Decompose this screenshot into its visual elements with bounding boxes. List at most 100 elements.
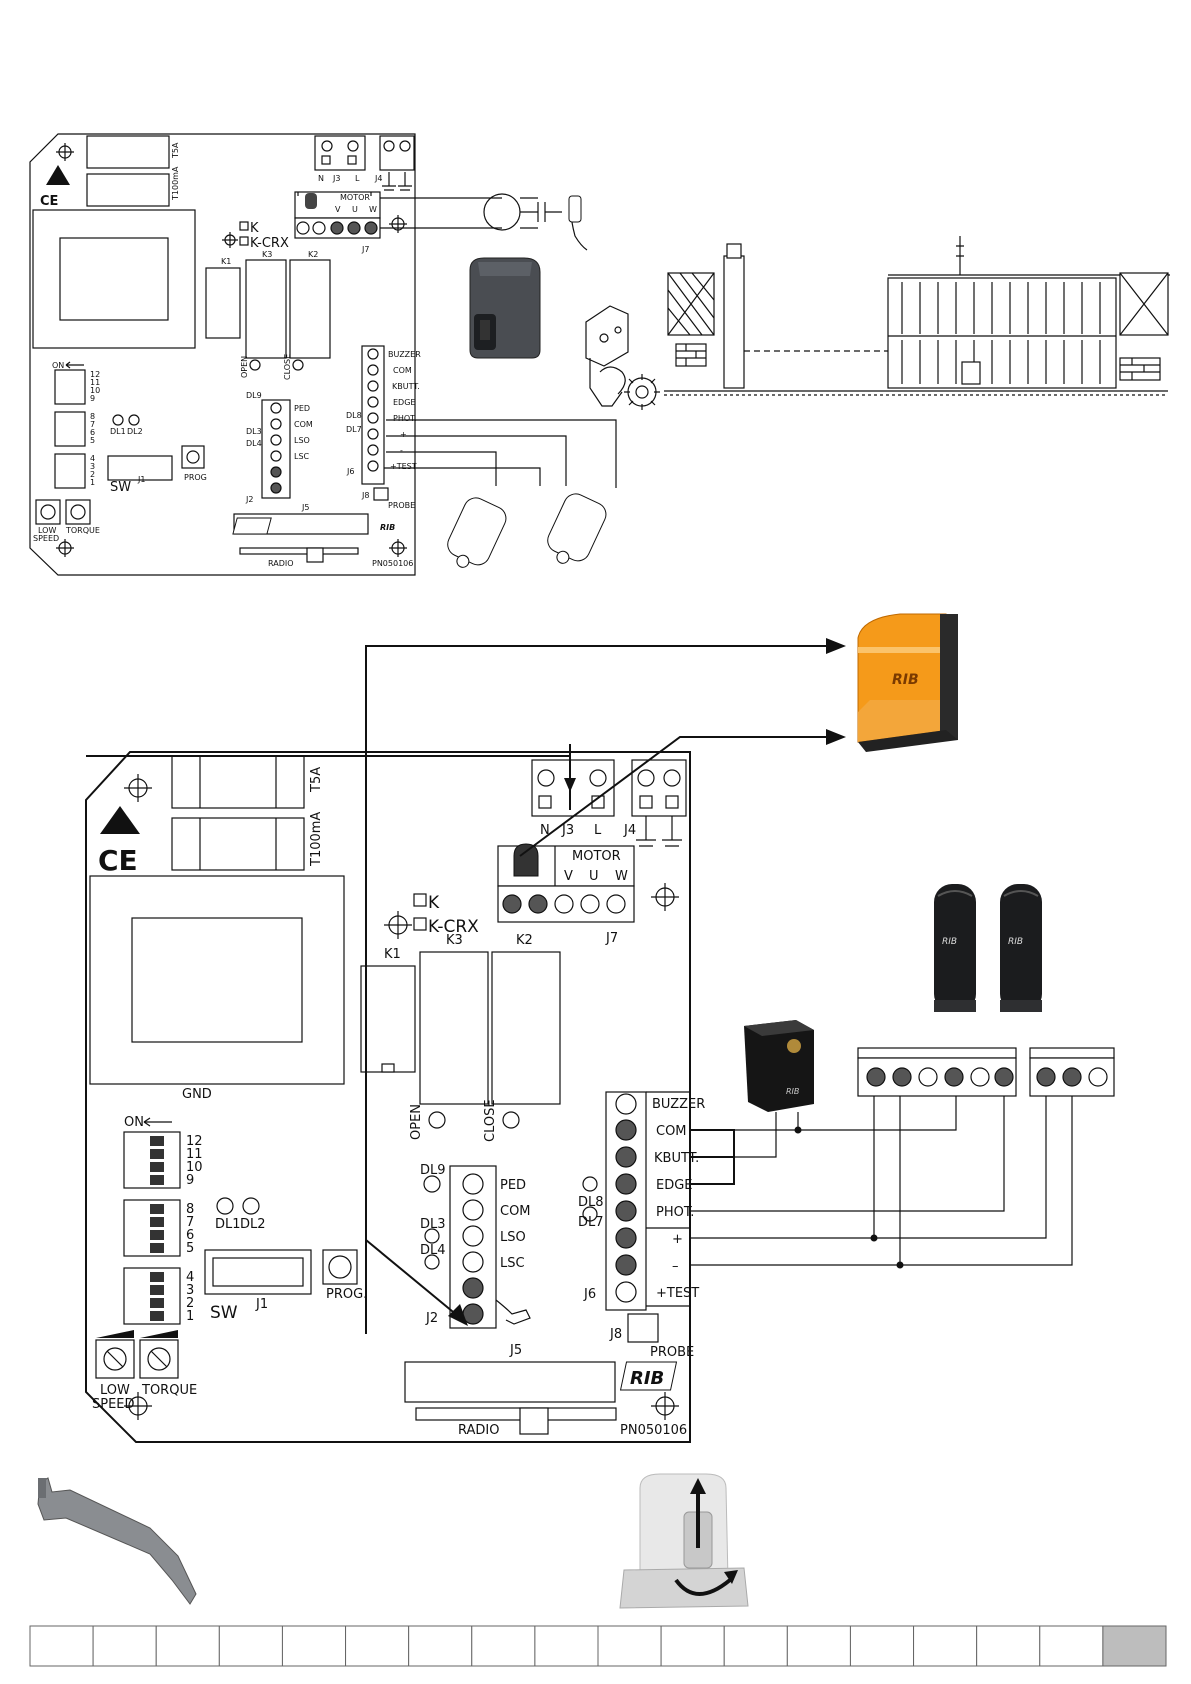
sw-label: SW: [210, 1303, 238, 1323]
motor-label: MOTOR: [572, 849, 621, 864]
on-label: ON: [124, 1115, 144, 1130]
fuse-t5a: [86, 135, 170, 169]
footer-cell: [218, 1625, 283, 1667]
torque-trimmer[interactable]: [65, 499, 91, 525]
motor-symbol-icon: [483, 193, 521, 231]
low-speed-trimmer[interactable]: [35, 499, 61, 525]
j6-test-label: +TEST: [656, 1286, 699, 1301]
fuse-t100ma: [171, 817, 305, 871]
led-icon: [582, 1206, 598, 1222]
dip-label: 6: [186, 1228, 194, 1243]
footer-cell: [849, 1625, 915, 1667]
j6-buzzer-label: BUZZER: [652, 1097, 705, 1112]
j3-l-label: L: [594, 823, 602, 838]
led-icon: [428, 1111, 446, 1129]
release-lever-photo: [37, 1477, 197, 1605]
prog-button[interactable]: [322, 1249, 358, 1285]
speed-label: SPEED: [33, 534, 59, 543]
open-label: OPEN: [409, 1104, 424, 1140]
esd-warning-icon: [100, 806, 140, 834]
relay-k3: [245, 259, 287, 359]
kcrx-label: K-CRX: [428, 917, 479, 937]
fuse-t100ma-label: T100mA: [171, 166, 180, 201]
photocell-tx-terminal: [857, 1047, 1017, 1097]
mounting-hole-icon: [389, 539, 407, 557]
prog-label: PROG: [184, 473, 207, 482]
footer-cell: [471, 1625, 536, 1667]
photocell-small-1: [447, 497, 507, 568]
j8-connector: [627, 1313, 659, 1343]
radio-label: RADIO: [268, 559, 294, 568]
footer-cell: [281, 1625, 347, 1667]
dip-label: 12: [90, 370, 100, 379]
led-icon: [502, 1111, 520, 1129]
brick-wall-left: [675, 343, 707, 367]
transformer-core: [59, 237, 169, 321]
on-label: ON: [52, 361, 64, 370]
flashing-lamp: RIB: [857, 613, 958, 752]
dip-switch-bank-a: [54, 369, 86, 405]
fuse-t5a: [171, 755, 305, 809]
j6-label: J6: [583, 1287, 596, 1302]
footer-cell: [913, 1625, 978, 1667]
footer-cell: [660, 1625, 725, 1667]
rotate-arrow-icon: [674, 1578, 732, 1596]
footer-cell: [723, 1625, 788, 1667]
transformer-core: [131, 917, 303, 1043]
dip-label: 6: [90, 428, 95, 437]
dip-switch-bank-b: [54, 411, 86, 447]
dip-label: 7: [186, 1215, 194, 1230]
led-icon: [249, 359, 261, 371]
motor-w-label: W: [615, 869, 628, 884]
k1-label: K1: [221, 257, 231, 266]
j6-com-label: COM: [656, 1124, 687, 1139]
k3-label: K3: [446, 933, 463, 948]
j3-label: J3: [332, 174, 340, 183]
j2-ped-label: PED: [294, 404, 310, 413]
j3-label: J3: [561, 823, 574, 838]
jumper-wire-icon: [495, 1299, 531, 1325]
footer-cell: [155, 1625, 220, 1667]
j3-connector: [314, 135, 366, 171]
footer-cell: [408, 1625, 473, 1667]
photocell-wiring-small: [384, 419, 617, 568]
operator-on-gate: [961, 361, 981, 385]
relay-k2: [491, 951, 561, 1105]
j3-l-label: L: [355, 174, 360, 183]
dip-label: 10: [90, 386, 100, 395]
speed-label: SPEED: [92, 1397, 135, 1412]
board-code: PN050106: [372, 559, 413, 568]
j6-com-label: COM: [393, 366, 412, 375]
j6-kbutt-label: KBUTT.: [392, 382, 420, 391]
footer-cell: [29, 1625, 94, 1667]
dl8-label: DL8: [578, 1195, 604, 1210]
j5-label: J5: [509, 1343, 522, 1358]
gnd-label: GND: [182, 1087, 212, 1102]
keyswitch-logo: RIB: [786, 1087, 799, 1096]
motor-u-label: U: [352, 205, 358, 214]
dip-label: 1: [90, 478, 95, 487]
j7-label: J7: [605, 931, 618, 946]
sw-label: SW: [110, 480, 131, 495]
low-speed-scale-icon: [96, 1330, 134, 1338]
torque-scale-icon: [140, 1330, 178, 1338]
dip-label: 8: [186, 1202, 194, 1217]
fuse-t100ma-label: T100mA: [309, 812, 324, 867]
dl7-label: DL7: [578, 1215, 604, 1230]
photocell-pair: RIB RIB: [934, 884, 1042, 1012]
led-dl2-icon: [242, 1197, 260, 1215]
relay-k3: [419, 951, 489, 1105]
j2-label: J2: [245, 495, 253, 504]
low-label: LOW: [38, 526, 56, 535]
led-dl1-icon: [216, 1197, 234, 1215]
fuse-holder-icon: [305, 193, 317, 209]
j2-label: J2: [425, 1311, 438, 1326]
arrow-right-icon: [826, 729, 846, 745]
prog-button[interactable]: [181, 445, 205, 469]
relay-k1: [205, 267, 241, 339]
dip-label: 4: [186, 1270, 194, 1285]
sliding-gate-panel: [887, 277, 1117, 389]
j6-label: J6: [346, 467, 354, 476]
key-switch: RIB: [744, 1020, 814, 1112]
relay-k1: [360, 965, 416, 1073]
